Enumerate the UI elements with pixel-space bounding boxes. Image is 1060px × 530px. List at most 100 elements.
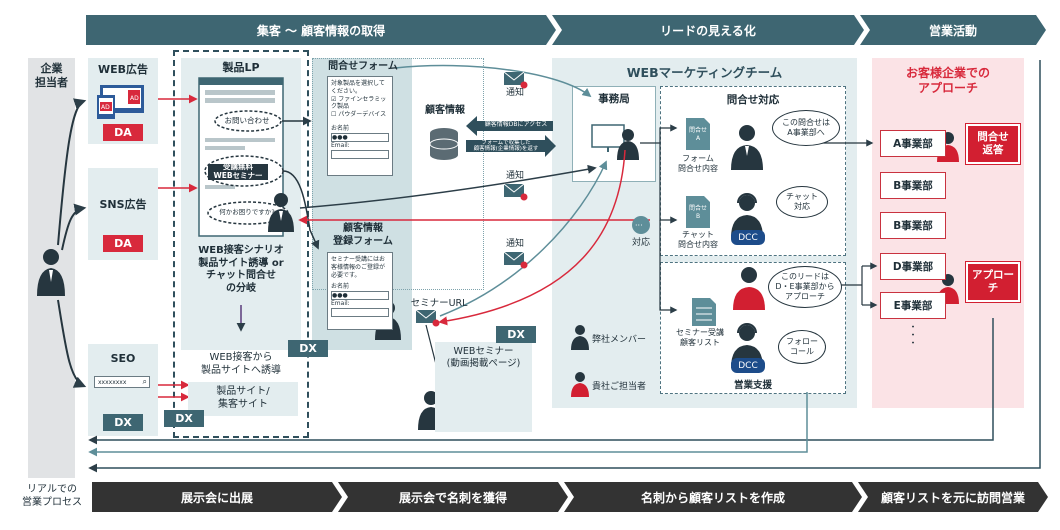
db-title: 顧客情報	[425, 105, 465, 116]
svg-text:···: ···	[635, 221, 643, 230]
product-site-box[interactable]	[188, 382, 298, 416]
seminar-list-icon	[692, 298, 716, 326]
sales-support-label: 営業支援	[733, 380, 772, 391]
office-person-icon	[617, 129, 639, 160]
inquiry-email-label: Email:	[331, 141, 350, 149]
dept-e: E事業部	[880, 292, 946, 319]
web-ad-da-tag: DA	[103, 124, 143, 141]
db-collected-label: フォームで収集した 顧客情報(企業情報)を返す	[473, 140, 539, 153]
client-rep-icon	[733, 267, 765, 310]
mail-icon-2	[503, 183, 528, 201]
real-process-label: リアルでの 営業プロセス	[22, 484, 82, 508]
notice-3: 通知	[505, 239, 524, 249]
forms-dotted-area	[312, 58, 484, 290]
persona-column	[28, 58, 75, 478]
register-form[interactable]: セミナー受講にはお客様情報のご登録が必要です。 お名前 ●●● Email:	[327, 252, 393, 330]
chat-reply-icon: ···	[632, 216, 650, 234]
dept-d: D事業部	[880, 253, 946, 280]
db-access-label: 顧客情報DBにアクセス	[484, 121, 548, 128]
inquiry-form[interactable]: 対象製品を選択してください。 ☑ ファインセラミック製品 ☐ パウダーデバイス …	[327, 76, 393, 176]
seminar-panel	[435, 342, 532, 432]
inquiry-option-1[interactable]: ☑ ファインセラミック製品	[331, 95, 387, 111]
approach-button[interactable]: アプローチ	[965, 261, 1021, 303]
inquiry-email-field[interactable]	[331, 149, 389, 159]
inquiry-form-title: 問合せフォーム	[328, 61, 398, 72]
bubble-de: このリードは D・E事業部から アプローチ	[768, 266, 842, 308]
search-text: xxxxxxxx	[98, 378, 127, 386]
svg-text:AD: AD	[130, 95, 139, 102]
lp-scenario: WEB接客シナリオ 製品サイト誘導 or チャット問合せ の分岐	[198, 245, 284, 294]
inquiry-reply-button[interactable]: 問合せ 返答	[965, 123, 1021, 165]
client-title: お客様企業での アプローチ	[905, 66, 990, 95]
chat-inquiry-label: チャット 問合せ内容	[678, 230, 718, 249]
lp-inquiry-pill: お問い合わせ	[224, 116, 270, 125]
lp-operator-icon	[268, 193, 294, 232]
dept-a: A事業部	[880, 130, 946, 157]
inquiry-name-field[interactable]: ●●●	[331, 132, 389, 142]
inquiry-form-body: 対象製品を選択してください。	[331, 80, 385, 95]
persona-label: 企業 担当者	[35, 62, 68, 89]
staff-a-icon	[731, 125, 763, 170]
register-email-field[interactable]	[331, 307, 389, 317]
inquiry-doc-a-icon	[686, 118, 710, 150]
lp-title: 製品LP	[222, 61, 260, 74]
database-icon	[429, 128, 459, 160]
seminar-mail-icon	[415, 309, 440, 327]
legend-us-label: 弊社メンバー	[592, 335, 647, 345]
doc-a-label: 問合せ A	[688, 127, 707, 142]
register-email-label: Email:	[331, 300, 350, 308]
notice-1: 通知	[505, 88, 524, 98]
mail-icon-3	[503, 251, 528, 269]
inquiry-title: 問合せ対応	[726, 94, 780, 106]
lp-chat-label: 何かお困りですか?	[219, 208, 275, 216]
lp-seminar-pill: 受講無料 WEBセミナー	[213, 162, 263, 180]
svg-text:AD: AD	[101, 104, 110, 111]
legend-client-label: 貴社ご担当者	[592, 382, 647, 392]
footer-step-2: 展示会で名刺を獲得	[338, 482, 568, 512]
dept-b-1: B事業部	[880, 172, 946, 199]
ad-devices-icon: AD AD	[97, 85, 144, 119]
lp-dx-tag: DX	[164, 410, 204, 427]
web-team-title: WEBマーケティングチーム	[626, 65, 783, 80]
bubble-a: この問合せは A事業部へ	[772, 110, 840, 146]
bubble-follow: フォロー コール	[778, 330, 826, 364]
seo-dx-tag: DX	[103, 414, 143, 431]
footer-step-4: 顧客リストを元に訪問営業	[858, 482, 1048, 512]
register-form-title: 顧客情報 登録フォーム	[333, 223, 393, 247]
form-inquiry-label: フォーム 問合せ内容	[678, 154, 718, 173]
register-name-label: お名前	[331, 283, 350, 291]
register-name-field[interactable]: ●●●	[331, 291, 389, 301]
dcc-badge-follow: DCC	[731, 358, 765, 373]
inquiry-doc-b-icon	[686, 196, 710, 228]
seminar-list-label: セミナー受講 顧客リスト	[676, 328, 724, 347]
seo-title: SEO	[110, 352, 136, 365]
reply-label: 対応	[631, 238, 650, 248]
footer-step-3: 名刺から顧客リストを作成	[564, 482, 862, 512]
legend-us-icon	[571, 325, 589, 350]
register-form-body: セミナー受講にはお客様情報のご登録が必要です。	[331, 256, 386, 279]
bubble-chat: チャット 対応	[776, 186, 828, 218]
dept-ellipsis: ・ ・ ・	[908, 323, 918, 350]
search-icon: ⌕	[142, 377, 147, 386]
seminar-dx-tag: DX	[496, 326, 536, 343]
sns-ad-title: SNS広告	[99, 198, 147, 211]
doc-b-label: 問合せ B	[688, 205, 707, 220]
inquiry-name-label: お名前	[331, 124, 350, 132]
office-title: 事務局	[598, 93, 630, 105]
product-site-label: 製品サイト/ 集客サイト	[216, 386, 270, 410]
sns-ad-da-tag: DA	[103, 235, 143, 252]
phase-sales: 営業活動	[860, 15, 1046, 45]
seminar-url-label: セミナーURL	[410, 298, 468, 309]
lp-dashed-frame	[173, 50, 309, 438]
phase-lead-visualization: リードの見える化	[552, 15, 864, 45]
lp-guide: WEB接客から 製品サイトへ誘導	[201, 352, 281, 376]
dept-b-2: B事業部	[880, 212, 946, 239]
phase-acquisition: 集客 〜 顧客情報の取得	[86, 15, 556, 45]
legend-client-icon	[571, 372, 589, 397]
inquiry-option-2[interactable]: ☐ パウダーデバイス	[331, 111, 387, 119]
persona-person-icon	[37, 249, 65, 296]
seminar-page-title: WEBセミナー (動画掲載ページ)	[446, 346, 521, 369]
forms-dx-tag: DX	[288, 340, 328, 357]
mail-icon-1	[503, 71, 528, 89]
